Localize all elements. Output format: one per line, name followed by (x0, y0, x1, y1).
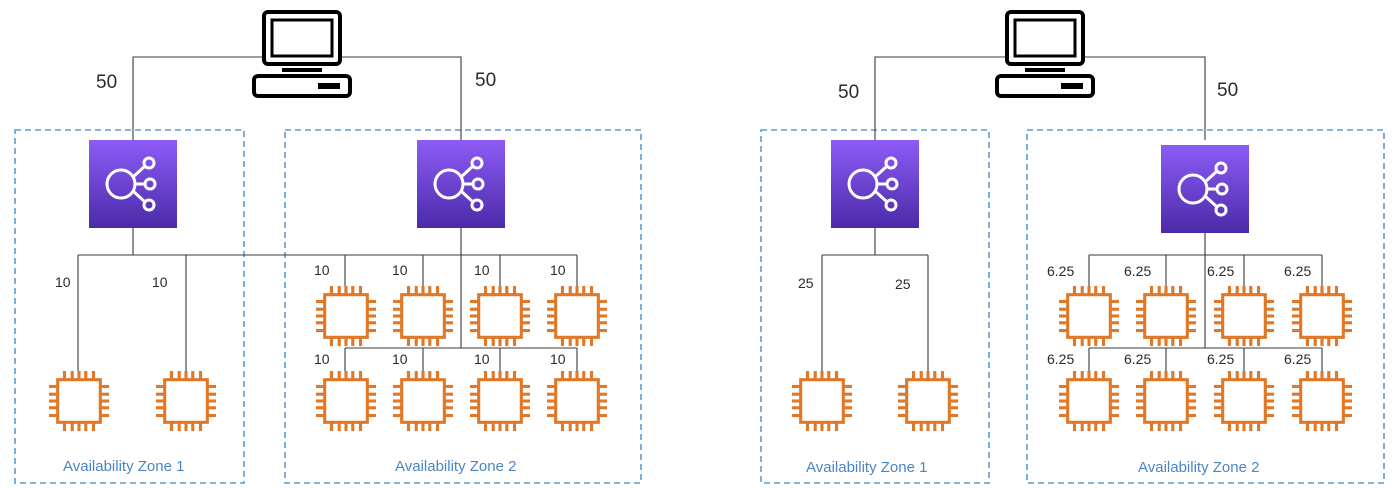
instance-weight: 10 (152, 274, 168, 290)
instance-weight: 6.25 (1207, 351, 1234, 367)
client-computer-icon (252, 10, 352, 98)
instance-icon (392, 370, 454, 432)
instance-icon (1135, 285, 1197, 347)
instance-icon (1135, 370, 1197, 432)
instance-icon (1058, 370, 1120, 432)
instance-weight: 6.25 (1207, 263, 1234, 279)
instance-weight: 10 (474, 351, 490, 367)
instance-weight: 25 (895, 276, 911, 292)
instance-weight: 10 (314, 262, 330, 278)
load-balancer-icon-az2 (1161, 145, 1249, 233)
instance-weight: 6.25 (1284, 351, 1311, 367)
az-2-box (1026, 129, 1385, 484)
az-2-label: Availability Zone 2 (1138, 459, 1259, 476)
instance-icon (155, 370, 217, 432)
az-1-label: Availability Zone 1 (63, 458, 184, 475)
instance-weight: 10 (392, 262, 408, 278)
left-wires (77, 56, 578, 373)
instance-icon (791, 370, 853, 432)
instance-weight: 10 (392, 351, 408, 367)
instance-weight: 6.25 (1047, 263, 1074, 279)
az-1-label: Availability Zone 1 (806, 459, 927, 476)
instance-icon (48, 370, 110, 432)
instance-weight: 10 (55, 274, 71, 290)
instance-icon (1291, 285, 1353, 347)
instance-icon (546, 285, 608, 347)
client-to-lb-weight: 50 (838, 82, 859, 103)
instance-weight: 10 (314, 351, 330, 367)
az-2-label: Availability Zone 2 (395, 458, 516, 475)
instance-weight: 10 (550, 262, 566, 278)
instance-weight: 6.25 (1047, 351, 1074, 367)
instance-icon (546, 370, 608, 432)
az-1-box (14, 129, 245, 484)
instance-icon (392, 285, 454, 347)
instance-weight: 6.25 (1124, 351, 1151, 367)
instance-weight: 10 (550, 351, 566, 367)
instance-icon (315, 285, 377, 347)
instance-icon (469, 285, 531, 347)
instance-weight: 25 (798, 275, 814, 291)
client-computer-icon (995, 10, 1095, 98)
client-to-lb-weight: 50 (1217, 80, 1238, 101)
instance-weight: 6.25 (1284, 263, 1311, 279)
instance-icon (1291, 370, 1353, 432)
instance-weight: 10 (474, 262, 490, 278)
load-balancer-icon-az1 (89, 140, 177, 228)
instance-icon (1213, 370, 1275, 432)
instance-icon (1213, 285, 1275, 347)
instance-icon (315, 370, 377, 432)
instance-icon (1058, 285, 1120, 347)
instance-icon (469, 370, 531, 432)
instance-icon (897, 370, 959, 432)
right-panel: 50 50 25 25 6.25 6.25 6.25 6.25 6.25 6.2… (760, 10, 1385, 484)
az-2-box (284, 129, 642, 484)
client-to-lb-weight: 50 (475, 70, 496, 91)
instance-weight: 6.25 (1124, 263, 1151, 279)
client-to-lb-weight: 50 (96, 72, 117, 93)
right-wires (821, 56, 1323, 373)
load-balancer-icon-az2 (417, 140, 505, 228)
load-balancer-icon-az1 (831, 140, 919, 228)
left-panel: 50 50 10 10 10 10 10 10 10 10 10 10 Avai… (14, 10, 642, 484)
